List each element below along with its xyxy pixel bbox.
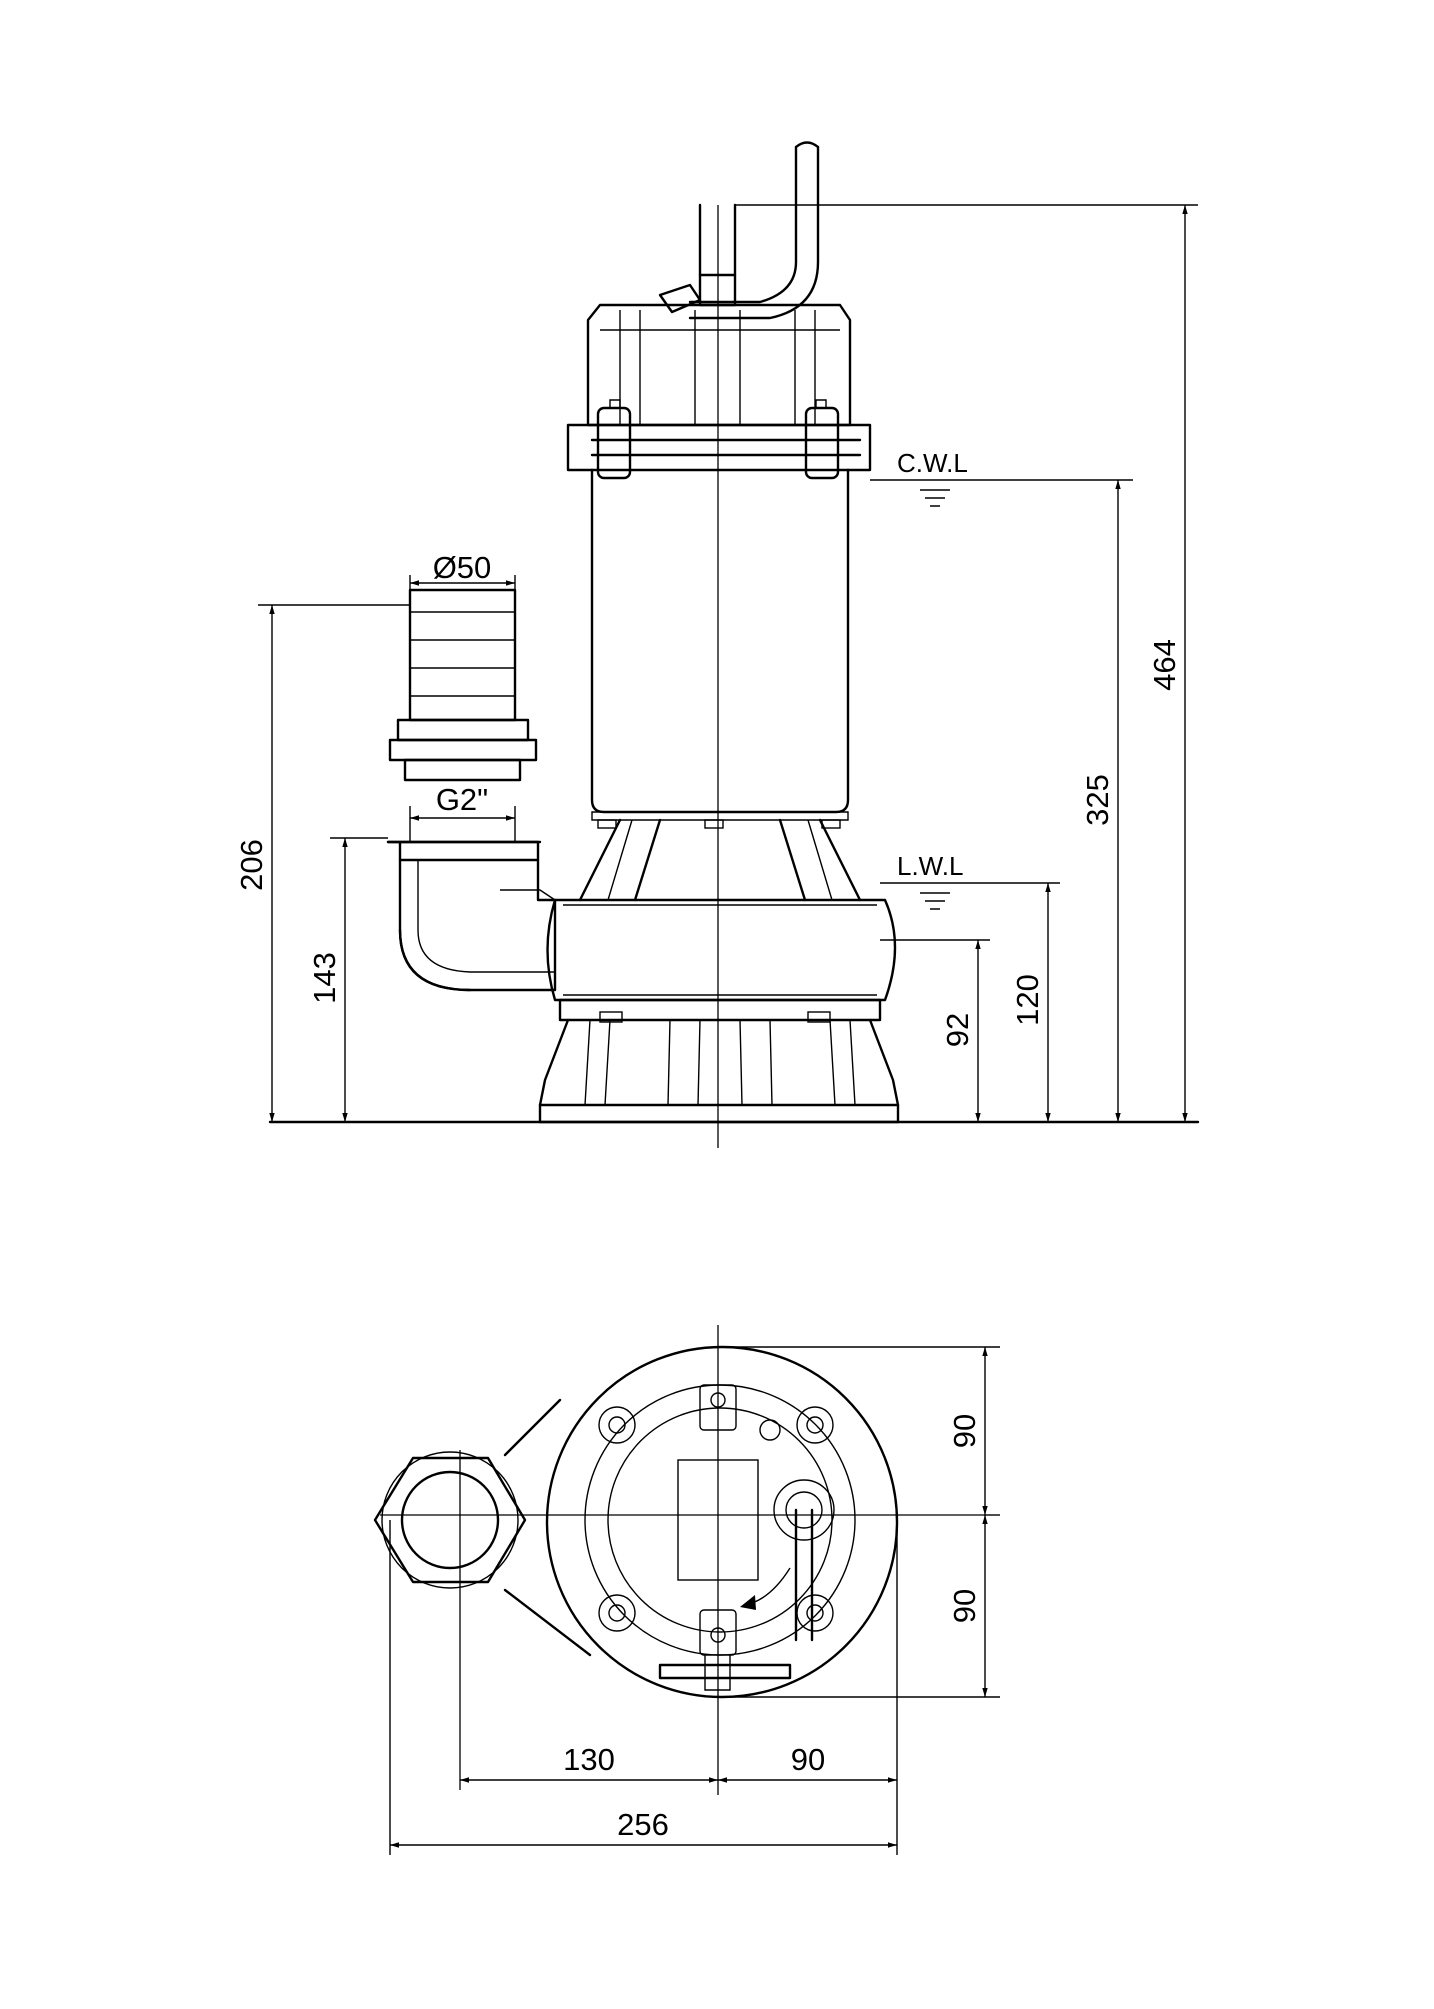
center-plate — [677, 1459, 759, 1581]
outlet-height-label: 92 — [940, 1013, 975, 1047]
bolt-top-left — [598, 1406, 636, 1444]
handle-lugs — [658, 1384, 792, 1691]
lower-half-label: 90 — [947, 1589, 982, 1623]
hose-connector — [388, 588, 538, 782]
volute-casing — [546, 898, 897, 1022]
top-extension-lines — [389, 1346, 1000, 1855]
lwl-label: L.W.L — [897, 851, 963, 881]
overall-width-label: 256 — [617, 1807, 669, 1842]
rotation-arrowhead-icon — [740, 1595, 756, 1610]
elbow-height-label: 143 — [307, 952, 342, 1004]
inner-ring — [607, 1407, 833, 1633]
motor-flange — [566, 399, 872, 480]
side-view: C.W.L L.W.L 464 325 120 92 206 143 Ø50 G… — [234, 141, 1200, 1148]
right-radius-label: 90 — [791, 1742, 825, 1777]
vent-screw — [759, 1419, 781, 1441]
outlet-nut — [373, 1451, 527, 1589]
discharge-height-label: 206 — [234, 839, 269, 891]
cwl-symbol: C.W.L — [897, 448, 968, 507]
lwl-symbol: L.W.L — [897, 851, 963, 910]
cable-handle — [658, 141, 820, 320]
bolt-bottom-right — [796, 1594, 834, 1632]
bolt-top-right — [796, 1406, 834, 1444]
upper-half-label: 90 — [947, 1414, 982, 1448]
cwl-height-label: 325 — [1080, 774, 1115, 826]
cwl-label: C.W.L — [897, 448, 968, 478]
total-height-label: 464 — [1147, 639, 1182, 691]
lwl-height-label: 120 — [1010, 974, 1045, 1026]
discharge-elbow — [386, 840, 557, 992]
thread-label: G2" — [436, 782, 488, 817]
motor-body — [590, 468, 850, 829]
hose-diameter-label: Ø50 — [433, 550, 492, 585]
bolt-bottom-left — [598, 1594, 636, 1632]
extension-lines — [258, 204, 1198, 941]
outlet-arm — [503, 1398, 592, 1657]
base-stand — [538, 1011, 900, 1124]
housing-outline — [545, 1345, 899, 1699]
top-view: 90 90 130 90 256 — [373, 1325, 1000, 1855]
bracket — [578, 818, 862, 902]
outlet-offset-label: 130 — [563, 1742, 615, 1777]
cable-gland — [773, 1479, 835, 1642]
